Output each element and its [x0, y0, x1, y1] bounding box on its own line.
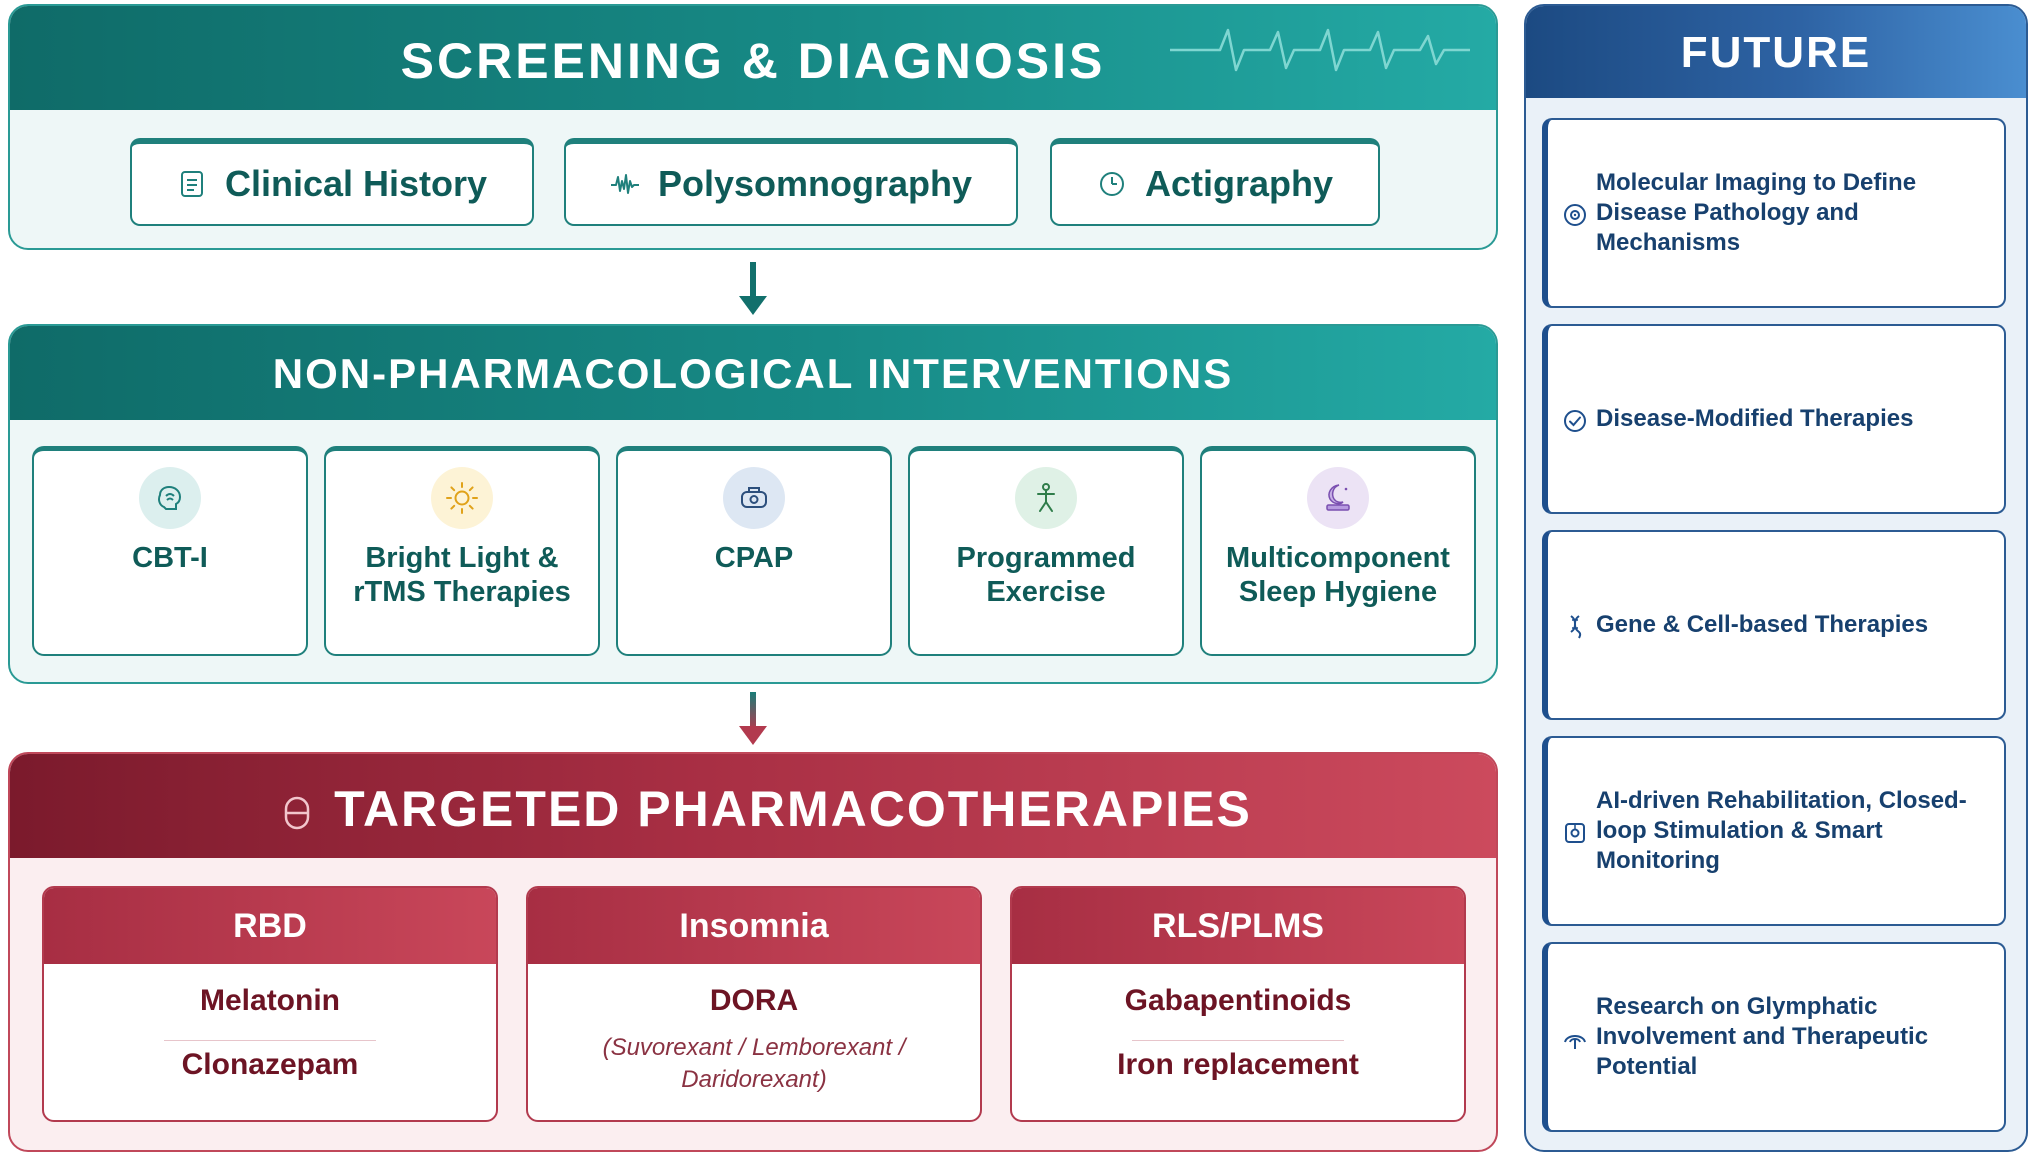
screening-item-label: Polysomnography [657, 163, 973, 204]
screening-item-label: Clinical History [224, 163, 488, 204]
nonpharm-title: NON-PHARMACOLOGICAL INTERVENTIONS [272, 350, 1234, 397]
screening-diagnosis-panel: SCREENING & DIAGNOSIS Clinical History P… [8, 4, 1498, 250]
screening-header-band: SCREENING & DIAGNOSIS [10, 6, 1496, 110]
check-circle-icon [1564, 410, 1586, 432]
waveform-icon [610, 174, 639, 194]
drug-name: DORA [709, 984, 799, 1017]
drug-detail: (Suvorexant / Lemborexant / Daridorexant… [602, 1034, 906, 1093]
future-card-disease-modified: Disease-Modified Therapies [1542, 324, 2006, 514]
future-item-label: Molecular Imaging to Define Disease Path… [1596, 169, 1917, 256]
divider [164, 1040, 376, 1041]
document-icon [180, 171, 203, 197]
future-item-label: Gene & Cell-based Therapies [1596, 611, 1929, 638]
nonpharm-card-cpap: CPAP [616, 446, 892, 656]
pharma-card-title: Insomnia [528, 888, 980, 964]
future-card-gene-cell: Gene & Cell-based Therapies [1542, 530, 2006, 720]
ecg-wave-icon [1170, 28, 1470, 72]
screening-item-polysomnography: Polysomnography [564, 138, 1018, 226]
nonpharm-card-sleep-hygiene: Multicomponent Sleep Hygiene [1200, 446, 1476, 656]
future-item-label: Disease-Modified Therapies [1596, 405, 1914, 432]
nonpharm-label: Programmed Exercise [956, 542, 1136, 608]
screening-title: SCREENING & DIAGNOSIS [400, 33, 1106, 89]
screening-item-label: Actigraphy [1144, 163, 1334, 204]
sun-icon [431, 467, 493, 529]
chip-icon [1565, 823, 1585, 843]
future-title: FUTURE [1680, 28, 1872, 77]
dna-icon [1570, 615, 1582, 639]
pharma-card-rls-plms: RLS/PLMS Gabapentinoids Iron replacement [1010, 886, 1466, 1122]
target-icon [1564, 204, 1586, 226]
pharma-card-title: RLS/PLMS [1012, 888, 1464, 964]
pharma-card-insomnia: Insomnia DORA (Suvorexant / Lemborexant … [526, 886, 982, 1122]
nonpharm-card-exercise: Programmed Exercise [908, 446, 1184, 656]
divider [1132, 1040, 1344, 1041]
down-arrow-icon [739, 692, 767, 745]
clock-icon [1099, 172, 1124, 196]
nonpharm-label: CPAP [714, 542, 794, 574]
nonpharm-label: Bright Light & rTMS Therapies [353, 542, 571, 608]
pharma-card-title: RBD [44, 888, 496, 964]
drug-name: Iron replacement [1117, 1048, 1359, 1081]
nonpharm-label: Multicomponent Sleep Hygiene [1226, 542, 1450, 608]
screening-item-actigraphy: Actigraphy [1050, 138, 1380, 226]
screening-item-clinical-history: Clinical History [130, 138, 534, 226]
pharma-title: TARGETED PHARMACOTHERAPIES [334, 781, 1252, 837]
brain-icon [139, 467, 201, 529]
nonpharm-card-cbt-i: CBT-I [32, 446, 308, 656]
nonpharm-card-bright-light: Bright Light & rTMS Therapies [324, 446, 600, 656]
nonpharm-header-band: NON-PHARMACOLOGICAL INTERVENTIONS [10, 326, 1496, 420]
future-panel: FUTURE Molecular Imaging to Define Disea… [1524, 4, 2028, 1152]
future-card-ai-driven: AI-driven Rehabilitation, Closed-loop St… [1542, 736, 2006, 926]
drug-name: Clonazepam [181, 1048, 359, 1081]
future-card-glymphatic: Research on Glymphatic Involvement and T… [1542, 942, 2006, 1132]
drug-name: Gabapentinoids [1124, 984, 1352, 1017]
mask-icon [723, 467, 785, 529]
future-item-label: AI-driven Rehabilitation, Closed-loop St… [1596, 787, 1967, 874]
down-arrow-icon [739, 262, 767, 315]
targeted-pharmacotherapies-panel: TARGETED PHARMACOTHERAPIES RBD Melatonin… [8, 752, 1498, 1152]
future-item-label: Research on Glymphatic Involvement and T… [1596, 993, 1929, 1080]
future-card-molecular-imaging: Molecular Imaging to Define Disease Path… [1542, 118, 2006, 308]
moon-bed-icon [1307, 467, 1369, 529]
pharma-header-band: TARGETED PHARMACOTHERAPIES [10, 754, 1496, 858]
person-exercise-icon [1015, 467, 1077, 529]
pill-icon [284, 796, 310, 830]
fountain-icon [1564, 1035, 1586, 1049]
non-pharmacological-panel: NON-PHARMACOLOGICAL INTERVENTIONS CBT-I [8, 324, 1498, 684]
pharma-card-rbd: RBD Melatonin Clonazepam [42, 886, 498, 1122]
nonpharm-label: CBT-I [132, 542, 208, 574]
drug-name: Melatonin [200, 984, 340, 1017]
future-header-band: FUTURE [1526, 6, 2026, 98]
